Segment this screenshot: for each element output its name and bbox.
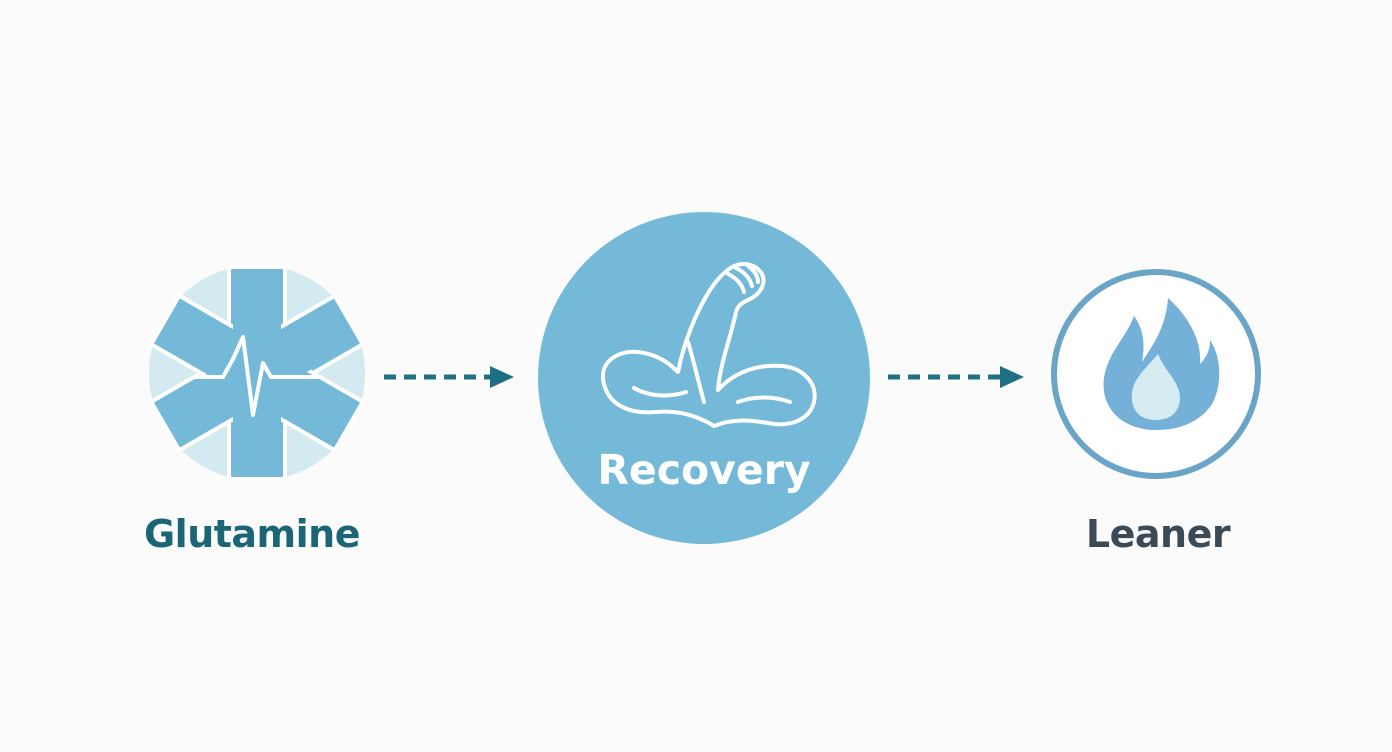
medical-star-heartbeat-icon [149, 265, 365, 481]
flame-icon [1051, 269, 1261, 479]
recovery-label: Recovery [597, 446, 810, 494]
dashed-arrow-2 [888, 366, 1024, 388]
leaner-label: Leaner [1085, 512, 1231, 556]
dashed-arrow-1 [384, 366, 514, 388]
flexed-arm-muscle-icon: Recovery [538, 212, 870, 544]
glutamine-label: Glutamine [143, 512, 361, 556]
